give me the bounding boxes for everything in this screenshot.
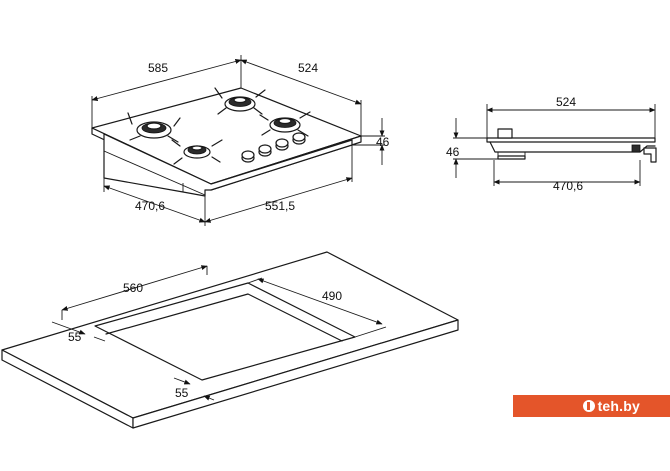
side-body: [489, 141, 656, 153]
knob-icon: [258, 144, 272, 157]
dim-front-depth-label: 470,6: [135, 199, 165, 213]
cutout-dim-width-label: 560: [123, 281, 143, 295]
brand-logo: teh.by: [513, 395, 670, 417]
countertop-view: 560 490 55 55: [1, 251, 459, 429]
burner-icon: [269, 117, 301, 133]
cutout-dim-back-margin-label: 55: [68, 330, 82, 344]
cutout-inner-edge: [105, 293, 343, 342]
dim-height-label: 46: [376, 135, 390, 149]
dim-height: 46: [352, 118, 390, 165]
side-dim-base-label: 470,6: [553, 179, 583, 193]
hob-isometric-view: 585 524 46 470,6 551,5: [91, 55, 390, 226]
knob-icon: [275, 138, 289, 151]
countertop-right-edge: [132, 319, 459, 429]
dim-front-width-label: 551,5: [265, 199, 295, 213]
knob-icon: [241, 150, 255, 163]
dim-depth-label: 524: [298, 61, 318, 75]
burner-icon: [183, 145, 211, 159]
hob-side-view: 524 46 470,6: [446, 95, 657, 193]
side-gas-connector: [631, 144, 641, 153]
side-dim-depth-label: 524: [556, 95, 576, 109]
burner-icon: [224, 96, 256, 112]
brand-logo-text: teh.by: [597, 398, 640, 414]
side-dim-height-label: 46: [446, 145, 460, 159]
dim-front-width: 551,5: [204, 145, 353, 223]
brand-logo-icon: [582, 400, 595, 412]
side-burner: [497, 128, 513, 139]
cutout-dim-front-margin-label: 55: [175, 386, 189, 400]
burner-icon: [136, 121, 172, 139]
dim-depth: 524: [240, 59, 362, 136]
side-top-plate: [486, 137, 656, 143]
dim-width-label: 585: [148, 61, 168, 75]
cutout-dim-depth-label: 490: [322, 289, 342, 303]
knob-icon: [292, 132, 306, 145]
side-gas-pipe: [643, 147, 657, 163]
